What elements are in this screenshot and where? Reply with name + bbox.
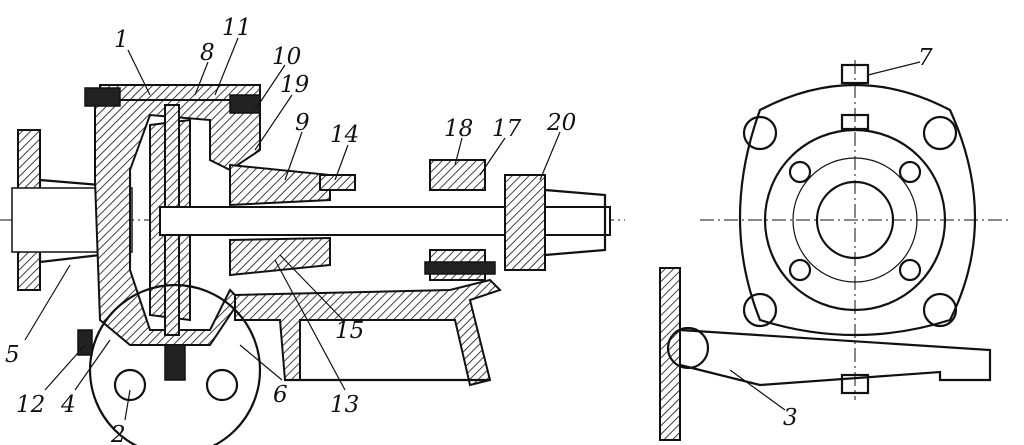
callout-7: 7 (918, 45, 933, 71)
corner-bolt (922, 115, 958, 151)
discharge-port (666, 326, 710, 370)
coupling-hub (544, 188, 607, 257)
callout-20: 20 (546, 110, 576, 136)
end-view (659, 60, 1010, 441)
bearing-top (429, 159, 486, 191)
callout-8: 8 (200, 40, 215, 66)
outlet-flange-circle (88, 283, 262, 445)
base-bolt (840, 373, 870, 395)
coupling (504, 174, 546, 271)
callout-19: 19 (280, 72, 309, 98)
cover-bolt (229, 94, 261, 114)
callout-9: 9 (295, 110, 310, 136)
callout-3: 3 (783, 405, 798, 431)
callout-13: 13 (330, 392, 359, 418)
callout-4: 4 (60, 392, 76, 418)
top-plug (840, 63, 870, 85)
callout-17: 17 (492, 116, 522, 142)
corner-bolt (742, 115, 778, 151)
discharge-pipe-base (679, 328, 992, 387)
callout-15: 15 (335, 318, 364, 344)
stuffing-box-bottom (229, 236, 331, 277)
cover-bolt (84, 87, 121, 107)
flange-bolt-hole (113, 368, 147, 402)
corner-bolt (742, 292, 778, 328)
callout-14: 14 (330, 122, 359, 148)
stuffing-box-top (229, 163, 331, 207)
pump-casing (94, 83, 261, 346)
callout-10: 10 (272, 44, 301, 70)
callout-18: 18 (444, 116, 473, 142)
bearing-bolt (424, 261, 496, 275)
leader-lines (24, 37, 921, 421)
callout-5: 5 (5, 342, 20, 368)
hub-circle (815, 180, 895, 260)
callout-6: 6 (273, 382, 288, 408)
gland-bolt (319, 174, 356, 191)
callout-1: 1 (114, 27, 129, 53)
callout-labels: 1 8 11 10 19 9 14 18 17 20 5 12 4 2 6 13… (5, 15, 933, 445)
top-nut (840, 113, 870, 131)
callout-12: 12 (16, 392, 45, 418)
flange-bolt-hole (205, 368, 239, 402)
pump-bracket (234, 278, 502, 387)
callout-2: 2 (110, 422, 126, 445)
casing-outline (738, 84, 977, 337)
bolt-circle (792, 157, 918, 283)
section-view (0, 83, 625, 445)
drain-plug (164, 344, 186, 381)
callout-11: 11 (222, 15, 251, 41)
corner-bolt (922, 292, 958, 328)
